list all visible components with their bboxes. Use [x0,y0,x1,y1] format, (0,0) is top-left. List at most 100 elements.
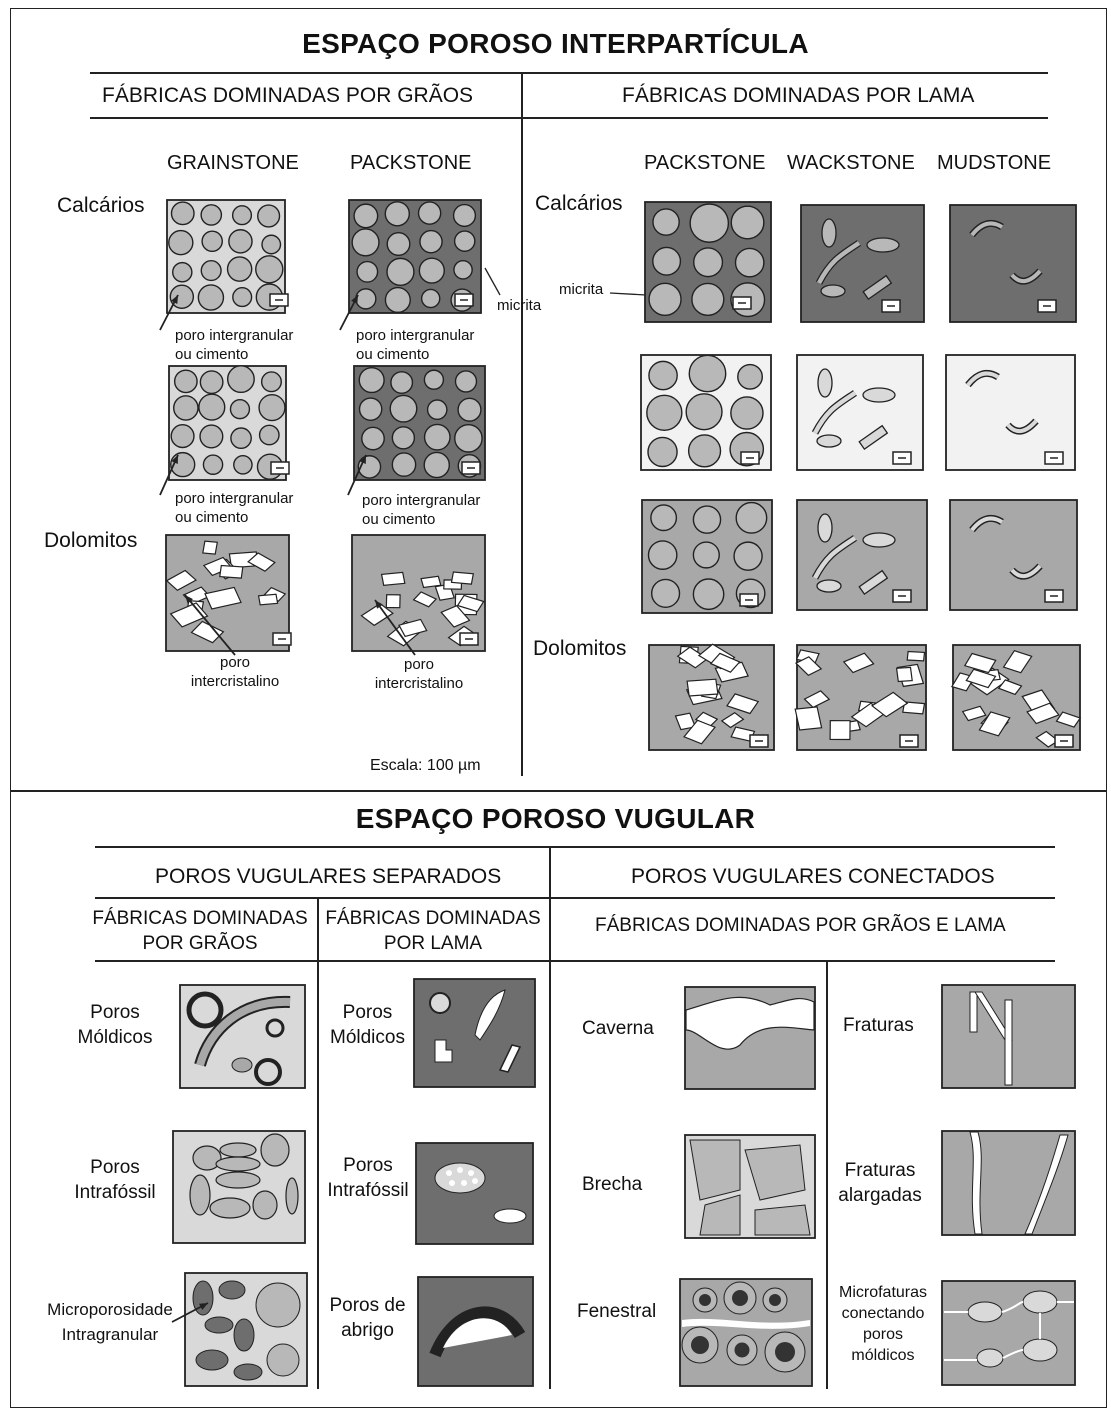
sample-panel [942,985,1075,1088]
grain [425,424,450,449]
panel-frame [801,205,924,322]
sample-panel [950,205,1076,322]
grain [694,248,723,277]
grain [422,289,440,307]
grain [455,425,482,452]
grain [693,542,719,568]
grain [198,285,223,310]
grain [731,206,764,239]
microporous-grain [196,1350,228,1370]
crystal [382,572,405,585]
grain [420,231,442,253]
crystal [795,707,821,730]
sample-panel [166,535,291,651]
sample-panel [416,1143,533,1244]
grain [360,398,382,420]
grain [424,370,443,389]
grain [734,542,762,570]
grain [359,368,384,393]
grain [203,455,222,474]
panel-frame [950,205,1076,322]
fossil [863,388,895,402]
sample-panel [946,355,1075,470]
grain [735,248,763,276]
fossil [863,533,895,547]
fossil-grain [253,1191,277,1219]
crystal [421,576,441,587]
sample-panel [952,645,1080,750]
intrafossil-pore [457,1167,463,1173]
sample-panel [950,500,1077,610]
microporous-grain [219,1281,245,1299]
grain [392,453,415,476]
grain [458,398,481,421]
grain [686,394,722,430]
fossil [818,369,832,397]
sample-panel [167,200,288,313]
grain [690,204,728,242]
grain [233,206,252,225]
sample-panel [169,366,289,480]
micrita-pointer [485,268,500,295]
crystal [452,572,474,584]
grain [228,366,254,392]
fossil [817,435,841,447]
sample-panel [685,987,815,1089]
sample-panel [418,1277,533,1386]
micrita-pointer [610,293,646,295]
fossil [822,219,836,247]
fenestral-core [699,1294,711,1306]
grain [649,361,677,389]
grain [229,230,252,253]
grain [262,235,280,253]
grain [169,231,193,255]
crystal [830,721,850,740]
fossil-grain [286,1178,298,1214]
fenestral-core [769,1294,781,1306]
intrafossil-pore [472,1178,478,1184]
fossil-grain [220,1143,256,1157]
intrafossil-pore [446,1170,452,1176]
sample-panel [354,366,485,480]
crystal [687,679,718,696]
sample-panel [641,355,771,470]
grain [234,456,252,474]
sample-panel [645,202,771,322]
grain [385,288,410,313]
grain [171,425,194,448]
fossil [494,1209,526,1223]
grain [352,229,379,256]
grain [693,579,723,609]
grain [173,263,192,282]
sample-panel [942,1281,1075,1385]
fossil-grain [216,1172,260,1188]
grain [689,355,725,391]
grain [171,202,194,225]
sample-panel [414,979,535,1087]
grain [454,261,472,279]
panel-frame [414,979,535,1087]
fossil-grain [190,1175,210,1215]
sample-panel [352,535,485,651]
moldic-pore [977,1349,1003,1367]
mold [232,1058,252,1072]
grain [454,205,476,227]
crystal [203,541,218,554]
grain [428,400,447,419]
intrafossil-pore [468,1170,474,1176]
sample-panel [349,200,481,313]
grain [202,231,222,251]
grain [362,427,384,449]
panel-frame [942,1131,1075,1235]
grain [653,209,679,235]
grain [693,506,720,533]
grain [392,427,414,449]
fossil [818,514,832,542]
crystal [897,667,913,681]
grain [260,425,279,444]
microporous-grain [234,1319,254,1351]
grain [736,503,766,533]
grain [174,396,198,420]
grain [385,202,409,226]
fenestral-core [775,1342,795,1362]
